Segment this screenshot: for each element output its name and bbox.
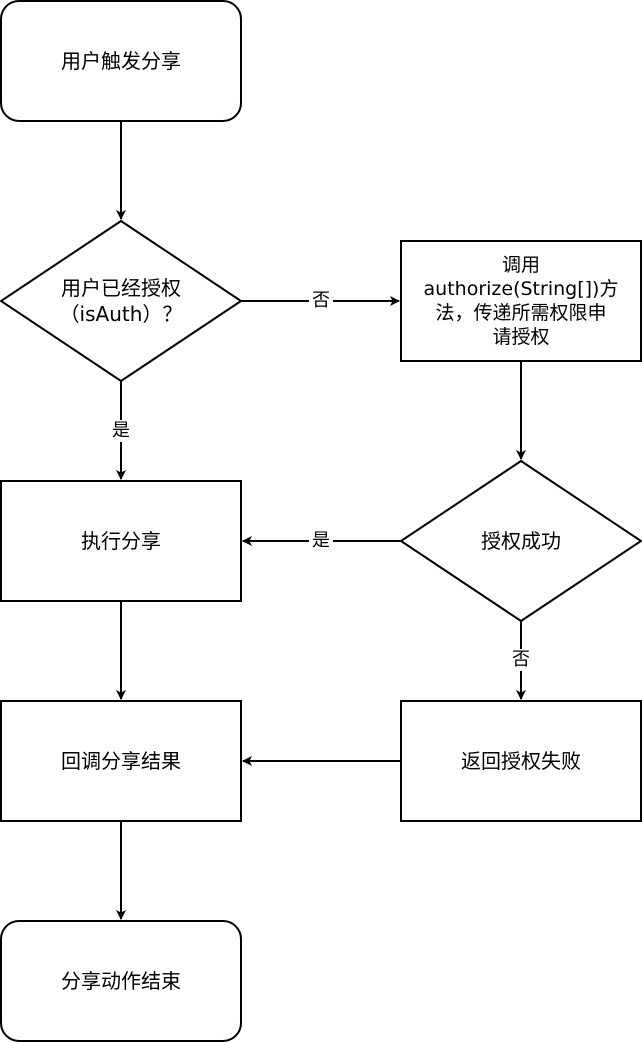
- edge-label-success-yes: 是: [309, 530, 333, 552]
- callback-result-label: 回调分享结果: [61, 749, 181, 773]
- decision-success-label: 授权成功: [481, 529, 561, 553]
- end-node-shape: [0, 920, 242, 1042]
- edge-label-success-no: 否: [509, 649, 533, 671]
- edge-label-auth-no: 否: [309, 290, 333, 312]
- call-authorize-shape: [400, 240, 642, 362]
- start-node-label: 用户触发分享: [61, 49, 181, 73]
- return-fail-label: 返回授权失败: [461, 749, 581, 773]
- execute-share-label: 执行分享: [81, 529, 161, 553]
- callback-result-shape: [0, 700, 242, 822]
- decision-auth-label: 用户已经授权 （isAuth）？: [59, 276, 183, 326]
- execute-share-shape: [0, 480, 242, 602]
- end-node-label: 分享动作结束: [61, 969, 181, 993]
- call-authorize-label: 调用 authorize(String[])方 法，传递所需权限申 请授权: [423, 254, 619, 348]
- edge-label-auth-yes: 是: [109, 420, 133, 442]
